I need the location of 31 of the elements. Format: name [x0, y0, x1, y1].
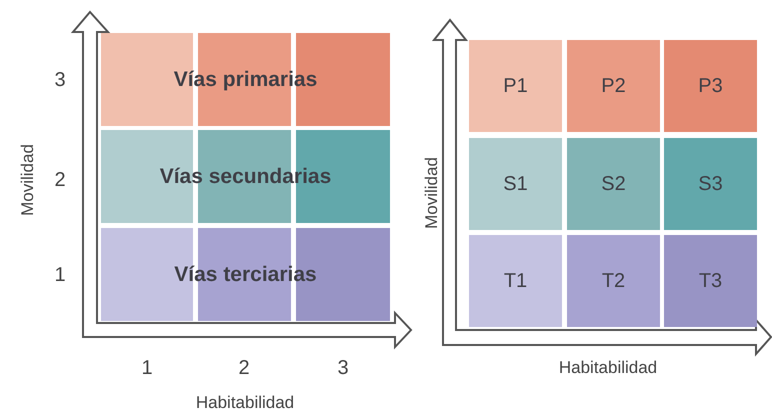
cell-label: S1	[503, 172, 528, 196]
axis-title: Movilidad	[421, 157, 442, 229]
tick-label: 2	[54, 169, 66, 191]
matrix-cell	[664, 40, 757, 132]
matrix-cell	[567, 40, 660, 132]
matrix-cell	[664, 138, 757, 230]
matrix-cell	[567, 138, 660, 230]
tick-label: 3	[337, 357, 349, 379]
row-band	[101, 33, 390, 126]
cell-label: P1	[503, 74, 528, 98]
tick-label: 3	[54, 69, 66, 91]
tick-label: 1	[141, 357, 153, 379]
cell-label: T2	[602, 270, 626, 292]
matrix-cell	[469, 235, 562, 327]
matrix-cell	[567, 235, 660, 327]
matrix-cell	[469, 138, 562, 230]
axis-title: Habitabilidad	[196, 392, 294, 412]
cell-label: S2	[601, 172, 626, 196]
cell-label: P2	[601, 74, 626, 98]
axis-title: Movilidad	[17, 144, 38, 216]
tick-label: 2	[238, 357, 250, 379]
cell-label: P3	[698, 74, 723, 98]
matrix-cell	[664, 235, 757, 327]
cell-label: S3	[698, 172, 723, 196]
axis-title: Habitabilidad	[558, 357, 658, 379]
tick-label: 1	[54, 264, 66, 286]
cell-label: T3	[698, 270, 722, 292]
matrix-cell	[469, 40, 562, 132]
row-band	[101, 130, 390, 223]
row-band	[101, 228, 390, 321]
cell-label: T1	[504, 270, 528, 292]
